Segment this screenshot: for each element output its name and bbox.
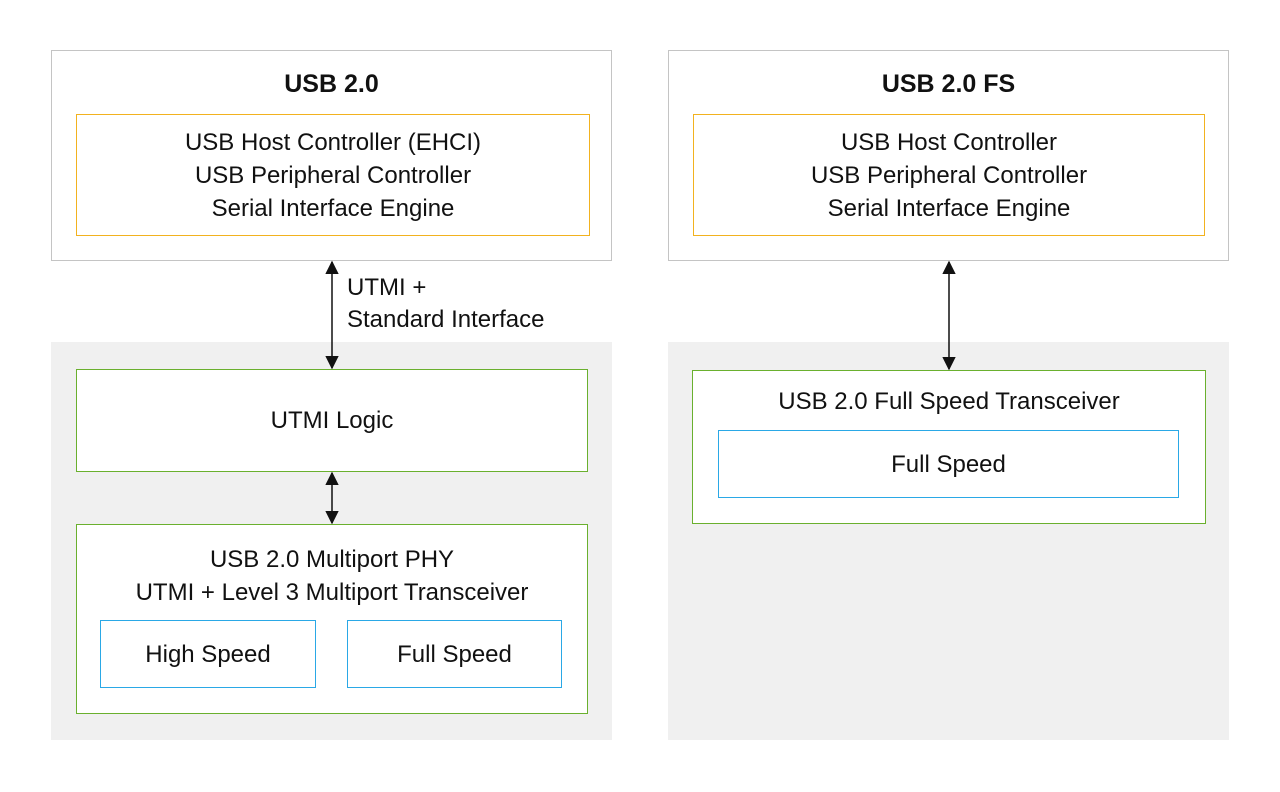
phy-title-line2: UTMI + Level 3 Multiport Transceiver <box>135 579 529 606</box>
right-sie-label: Serial Interface Engine <box>827 194 1071 222</box>
utmi-logic-box: UTMI Logic <box>76 369 588 472</box>
left-full-speed-label: Full Speed <box>397 640 512 668</box>
left-peripheral-controller-label: USB Peripheral Controller <box>194 161 472 189</box>
left-host-controller-label: USB Host Controller (EHCI) <box>184 128 482 156</box>
high-speed-box: High Speed <box>100 620 316 688</box>
phy-title-line1: USB 2.0 Multiport PHY <box>209 546 455 573</box>
right-peripheral-controller-label: USB Peripheral Controller <box>810 161 1088 189</box>
left-sie-label: Serial Interface Engine <box>211 194 455 222</box>
fs-transceiver-title: USB 2.0 Full Speed Transceiver <box>778 388 1120 415</box>
left-full-speed-box: Full Speed <box>347 620 562 688</box>
utmi-logic-label: UTMI Logic <box>270 407 394 434</box>
interface-label-line2: Standard Interface <box>347 306 545 333</box>
right-full-speed-box: Full Speed <box>718 430 1179 498</box>
right-usb-title: USB 2.0 FS <box>881 70 1016 98</box>
high-speed-label: High Speed <box>145 640 271 668</box>
right-host-controller-label: USB Host Controller <box>840 128 1058 156</box>
left-controller-box: USB Host Controller (EHCI) USB Periphera… <box>76 114 590 236</box>
interface-label-line1: UTMI + <box>347 274 427 301</box>
right-full-speed-label: Full Speed <box>891 450 1006 478</box>
right-controller-box: USB Host Controller USB Peripheral Contr… <box>693 114 1205 236</box>
left-usb-title: USB 2.0 <box>284 70 379 98</box>
